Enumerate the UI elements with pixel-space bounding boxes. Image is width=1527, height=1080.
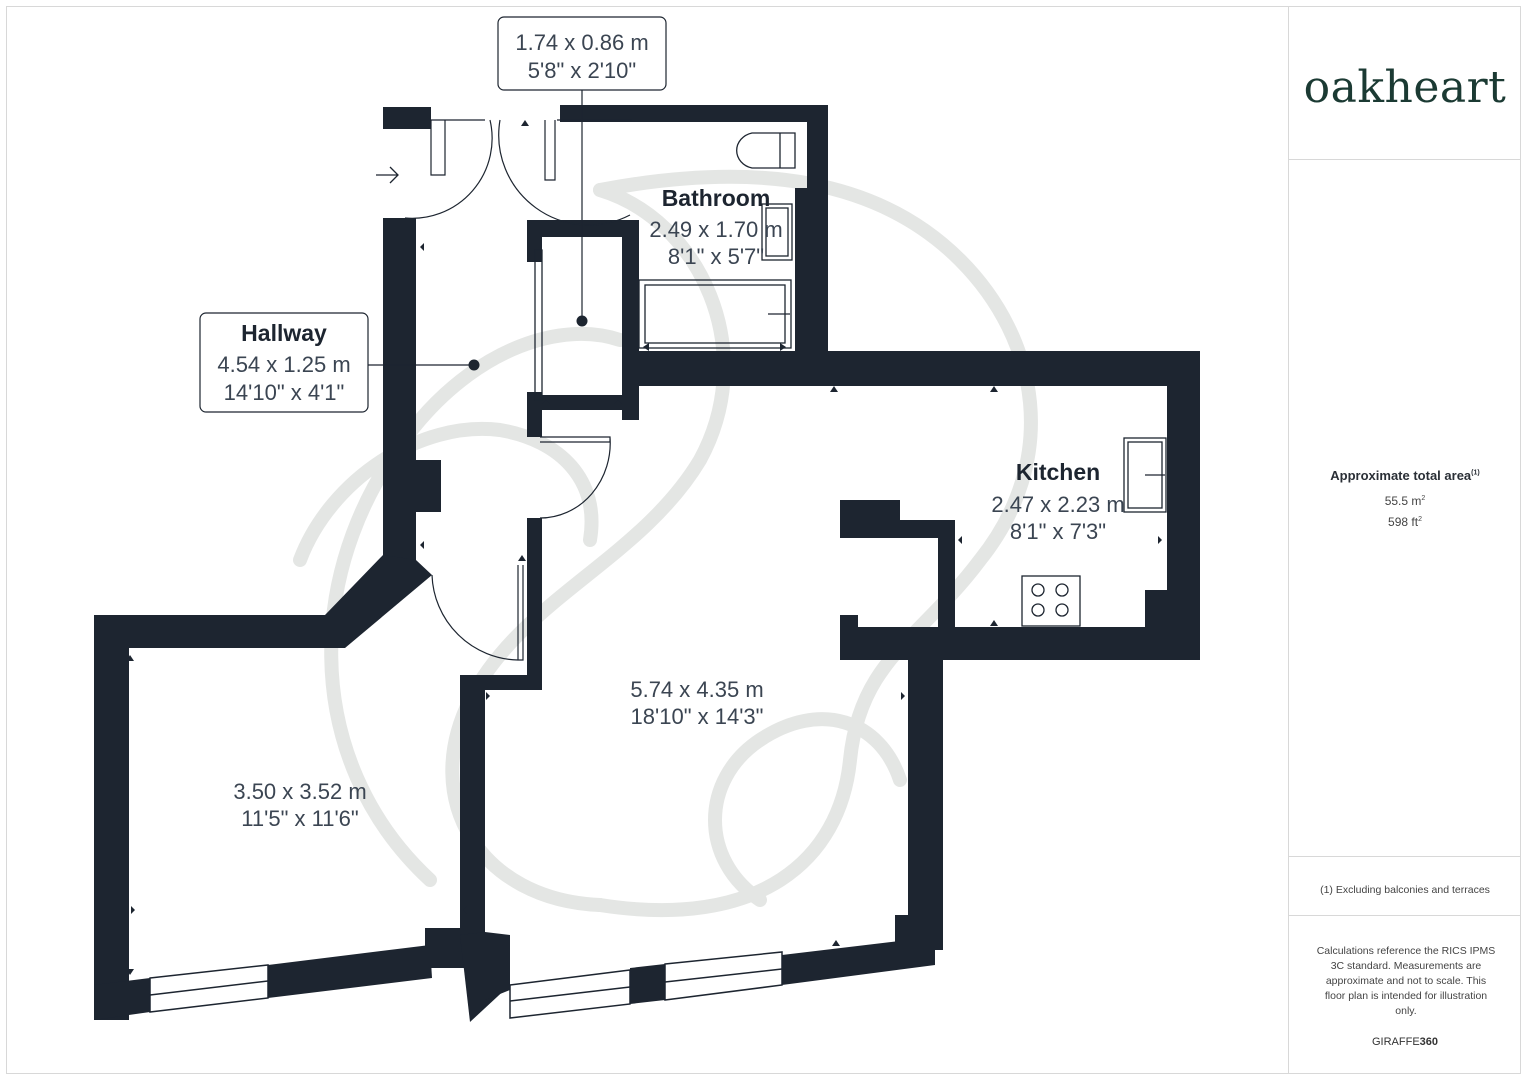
dimension-markers bbox=[126, 120, 1162, 975]
credit-prefix: GIRAFFE bbox=[1371, 1036, 1420, 1048]
area-title-text: Approximate total area bbox=[1330, 468, 1472, 483]
callout-hallway bbox=[199, 312, 369, 413]
brand-logo: oakheart bbox=[1303, 62, 1507, 113]
bathroom-name: Bathroom bbox=[662, 185, 771, 211]
disclaimer: Calculations reference the RICS IPMS 3C … bbox=[1316, 945, 1496, 1017]
bathroom-imperial: 8'1" x 5'7" bbox=[668, 244, 764, 269]
credit-suffix: 360 bbox=[1419, 1036, 1439, 1048]
windows bbox=[149, 951, 783, 1019]
footnote: (1) Excluding balconies and terraces bbox=[1320, 884, 1490, 896]
divider bbox=[1289, 915, 1521, 916]
label-leaders bbox=[368, 90, 583, 366]
walls bbox=[94, 105, 1200, 1022]
small-room-metric: 1.74 x 0.86 m bbox=[515, 30, 648, 55]
hallway-name: Hallway bbox=[241, 320, 327, 346]
leader-dot-hallway bbox=[468, 359, 480, 371]
fixtures bbox=[376, 132, 1167, 627]
hallway-imperial: 14'10" x 4'1" bbox=[224, 380, 345, 405]
area-m2-value: 55.5 m bbox=[1384, 494, 1422, 508]
kitchen-metric: 2.47 x 2.23 m bbox=[991, 492, 1124, 517]
bathroom-metric: 2.49 x 1.70 m bbox=[649, 217, 782, 242]
kitchen-name: Kitchen bbox=[1016, 459, 1100, 485]
hallway-metric: 4.54 x 1.25 m bbox=[217, 352, 350, 377]
area-title: Approximate total area(1) bbox=[1289, 468, 1521, 483]
bedroom-metric: 3.50 x 3.52 m bbox=[233, 779, 366, 804]
leader-dot-small-room bbox=[576, 315, 588, 327]
kitchen-imperial: 8'1" x 7'3" bbox=[1010, 519, 1106, 544]
credit: GIRAFFE360 bbox=[1289, 1036, 1521, 1048]
divider bbox=[1289, 856, 1521, 857]
area-ft2-value: 598 ft bbox=[1388, 515, 1419, 529]
living-metric: 5.74 x 4.35 m bbox=[630, 677, 763, 702]
area-ft2: 598 ft2 bbox=[1388, 515, 1422, 529]
divider bbox=[1289, 159, 1521, 160]
info-sidebar: oakheart Approximate total area(1) 55.5 … bbox=[1288, 6, 1521, 1074]
area-m2: 55.5 m2 bbox=[1384, 494, 1426, 508]
small-room-imperial: 5'8" x 2'10" bbox=[528, 58, 636, 83]
callout-small-room bbox=[497, 16, 667, 91]
area-title-note: (1) bbox=[1471, 469, 1480, 477]
bedroom-imperial: 11'5" x 11'6" bbox=[241, 806, 358, 831]
doors bbox=[404, 119, 632, 661]
living-imperial: 18'10" x 14'3" bbox=[631, 704, 764, 729]
page-frame bbox=[6, 6, 1521, 1074]
